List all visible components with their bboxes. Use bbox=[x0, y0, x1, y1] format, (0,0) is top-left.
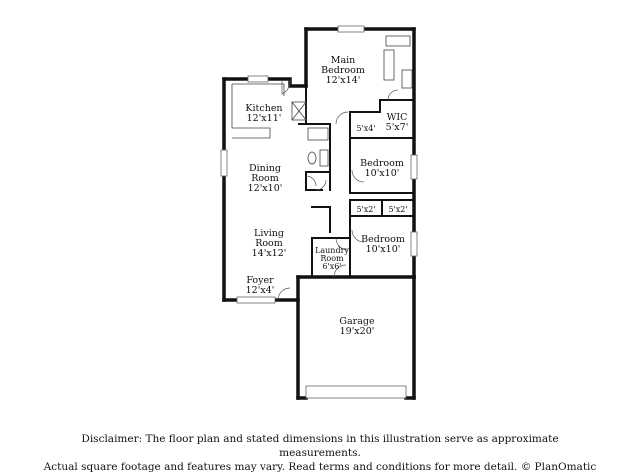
kitchen-range-icon bbox=[291, 101, 307, 121]
garage-door bbox=[305, 385, 407, 399]
foyer-label: Foyer bbox=[246, 275, 274, 286]
kitchen-label: Kitchen bbox=[245, 103, 282, 114]
bedroom-upper-label: Bedroom bbox=[360, 158, 404, 169]
garage-entry-door-icon bbox=[333, 264, 347, 278]
disclaimer-line-1: Disclaimer: The floor plan and stated di… bbox=[81, 433, 559, 459]
room-labels: Main Bedroom 12'x14' Kitchen 12'x11' 5'x… bbox=[245, 55, 408, 337]
dining-dims: 12'x10' bbox=[248, 183, 283, 194]
windows bbox=[220, 25, 418, 399]
dining-label-1: Dining bbox=[249, 163, 281, 174]
hall-sink-icon bbox=[319, 149, 329, 167]
kitchen-window bbox=[247, 75, 269, 83]
dining-window bbox=[220, 149, 228, 177]
interior-walls bbox=[297, 85, 415, 278]
hall-toilet-icon bbox=[307, 151, 317, 165]
front-door-icon bbox=[277, 287, 291, 301]
floor-plan: Main Bedroom 12'x14' Kitchen 12'x11' 5'x… bbox=[220, 25, 418, 400]
exterior-walls bbox=[222, 27, 416, 400]
disclaimer: Disclaimer: The floor plan and stated di… bbox=[40, 432, 600, 474]
bedroom-lower-label: Bedroom bbox=[361, 234, 405, 245]
laundry-door-icon bbox=[335, 237, 349, 251]
kitchen-door-icon bbox=[281, 79, 291, 95]
toilet-icon bbox=[401, 69, 413, 89]
bedroom-lower-window bbox=[410, 231, 418, 257]
foyer-window bbox=[236, 296, 276, 304]
garage-label: Garage bbox=[339, 316, 375, 327]
laundry-label-2: Room bbox=[320, 254, 344, 263]
closet-door-icon bbox=[315, 179, 327, 191]
laundry-label-1: Laundry bbox=[315, 246, 349, 255]
hall-tub-icon bbox=[307, 127, 329, 141]
bedroom-lower-dims: 10'x10' bbox=[366, 244, 401, 255]
wic-dims: 5'x7' bbox=[386, 122, 409, 133]
main-bedroom-label-2: Bedroom bbox=[321, 65, 365, 76]
bath-small-dims: 5'x4' bbox=[356, 124, 375, 133]
hall-door-icon bbox=[305, 175, 317, 187]
wic-label: WIC bbox=[387, 112, 408, 123]
main-bedroom-window bbox=[337, 25, 365, 33]
bedroom-upper-door-icon bbox=[351, 169, 365, 183]
garage-dims: 19'x20' bbox=[340, 326, 375, 337]
closet-left-dims: 5'x2' bbox=[356, 205, 375, 214]
bedroom-door-icon bbox=[335, 111, 349, 125]
bathtub-icon bbox=[385, 35, 411, 47]
laundry-dims: 6'x6' bbox=[322, 262, 341, 271]
dining-label-2: Room bbox=[251, 173, 279, 184]
main-bedroom-label-1: Main bbox=[331, 55, 356, 66]
living-label-1: Living bbox=[254, 228, 284, 239]
bedroom-lower-door-icon bbox=[351, 229, 365, 243]
main-bedroom-dims: 12'x14' bbox=[326, 75, 361, 86]
closet-right-dims: 5'x2' bbox=[388, 205, 407, 214]
living-dims: 14'x12' bbox=[252, 248, 287, 259]
doors bbox=[277, 79, 399, 301]
vanity-icon bbox=[383, 49, 395, 81]
bath-door-icon bbox=[387, 89, 399, 101]
kitchen-dims: 12'x11' bbox=[247, 113, 282, 124]
fixtures bbox=[231, 35, 413, 167]
living-label-2: Room bbox=[255, 238, 283, 249]
bedroom-upper-window bbox=[410, 154, 418, 180]
foyer-dims: 12'x4' bbox=[246, 285, 275, 296]
disclaimer-line-2: Actual square footage and features may v… bbox=[43, 461, 597, 473]
bedroom-upper-dims: 10'x10' bbox=[365, 168, 400, 179]
